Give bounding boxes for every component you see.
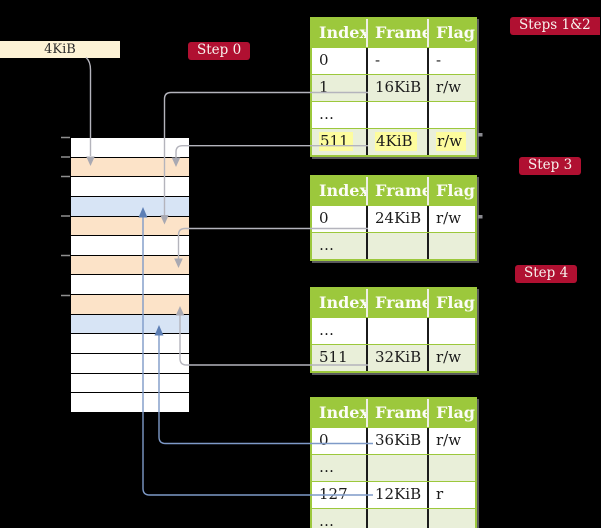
table-cell: r/w: [427, 75, 475, 101]
memory-frame-row-orange: [71, 215, 189, 236]
highlighted-value: 511: [319, 132, 353, 151]
table-header-row: IndexFrameFlags: [312, 19, 475, 47]
table-row: …: [312, 317, 475, 344]
table-row: …: [312, 508, 475, 528]
memory-frame-row-white: [71, 274, 189, 295]
table-header-row: IndexFrameFlags: [312, 399, 475, 427]
step-4-badge: Step 4: [515, 265, 578, 283]
table-cell: -: [366, 48, 427, 74]
column-header: Frame: [366, 399, 427, 427]
table-cell: r/w: [427, 345, 475, 371]
table-cell: [366, 455, 427, 481]
column-header: Flags: [427, 19, 475, 47]
table-cell: 1: [319, 78, 329, 96]
table-cell: [427, 102, 475, 128]
table-cell: 127: [319, 485, 348, 503]
memory-column: [70, 137, 190, 413]
table-row: …: [312, 232, 475, 259]
table-header-row: IndexFrameFlags: [312, 289, 475, 317]
table-cell: 511: [319, 348, 348, 366]
steps-1-2-badge: Steps 1&2: [510, 17, 600, 35]
table-cell: …: [319, 458, 334, 476]
table-cell: r/w: [427, 428, 475, 454]
memory-frame-row-blue: [71, 195, 189, 216]
memory-frame-row-white: [71, 392, 189, 412]
table-cell: 36KiB: [366, 428, 427, 454]
table-header-row: IndexFrameFlags: [312, 177, 475, 205]
highlighted-value: 4KiB: [375, 132, 417, 151]
table-row: 511 4KiB r/w: [312, 128, 475, 155]
table-cell: -: [427, 48, 475, 74]
table-cell: r: [427, 482, 475, 508]
column-header: Flags: [427, 289, 475, 317]
table-row: …: [312, 101, 475, 128]
table-cell: [366, 102, 427, 128]
table-cell: …: [319, 236, 334, 254]
table-cell: [366, 509, 427, 528]
highlighted-value: r/w: [436, 132, 467, 151]
memory-frame-row-orange: [71, 156, 189, 177]
column-header: Index: [319, 23, 366, 42]
table-cell: 511: [312, 129, 366, 155]
memory-frame-row-orange: [71, 254, 189, 275]
table-cell: [427, 318, 475, 344]
table-cell: [427, 509, 475, 528]
column-header: Frame: [366, 19, 427, 47]
column-header: Flags: [427, 177, 475, 205]
table-cell: …: [319, 105, 334, 123]
column-header: Frame: [366, 177, 427, 205]
table-row: …: [312, 454, 475, 481]
table-cell: 0: [319, 51, 329, 69]
table-cell: 32KiB: [366, 345, 427, 371]
table-cell: [427, 233, 475, 259]
connector-stubs: [478, 133, 483, 219]
step-3-badge: Step 3: [519, 157, 582, 175]
memory-frame-row-white: [71, 353, 189, 373]
column-header: Flags: [427, 399, 475, 427]
memory-frame-row-white: [71, 138, 189, 157]
column-header: Frame: [366, 289, 427, 317]
memory-frame-row-white: [71, 235, 189, 255]
memory-frame-row-blue: [71, 313, 189, 334]
column-header: Index: [319, 181, 366, 200]
table-cell: 12KiB: [366, 482, 427, 508]
table-cell: 4KiB: [366, 129, 427, 155]
table-cell: …: [319, 321, 334, 339]
memory-address-ticks: [61, 136, 70, 297]
table-cell: [366, 233, 427, 259]
table-cell: [366, 318, 427, 344]
frame-size-label: 4KiB: [44, 42, 76, 57]
table-cell: r/w: [427, 206, 475, 232]
step-0-badge: Step 0: [188, 42, 251, 60]
column-header: Index: [319, 293, 366, 312]
table-cell: …: [319, 512, 334, 528]
memory-frame-row-white: [71, 176, 189, 196]
table-cell: 0: [319, 431, 329, 449]
column-header: Index: [319, 403, 366, 422]
page-table-level-3: IndexFrameFlags 0 24KiBr/w …: [310, 175, 477, 261]
memory-frame-row-white: [71, 372, 189, 393]
table-cell: 16KiB: [366, 75, 427, 101]
table-row: 0 --: [312, 47, 475, 74]
memory-frame-row-white: [71, 333, 189, 354]
table-cell: 0: [319, 209, 329, 227]
table-cell: r/w: [427, 129, 475, 155]
table-cell: [427, 455, 475, 481]
memory-frame-row-orange: [71, 294, 189, 314]
table-cell: 24KiB: [366, 206, 427, 232]
frame-size-box: 4KiB: [0, 41, 120, 58]
